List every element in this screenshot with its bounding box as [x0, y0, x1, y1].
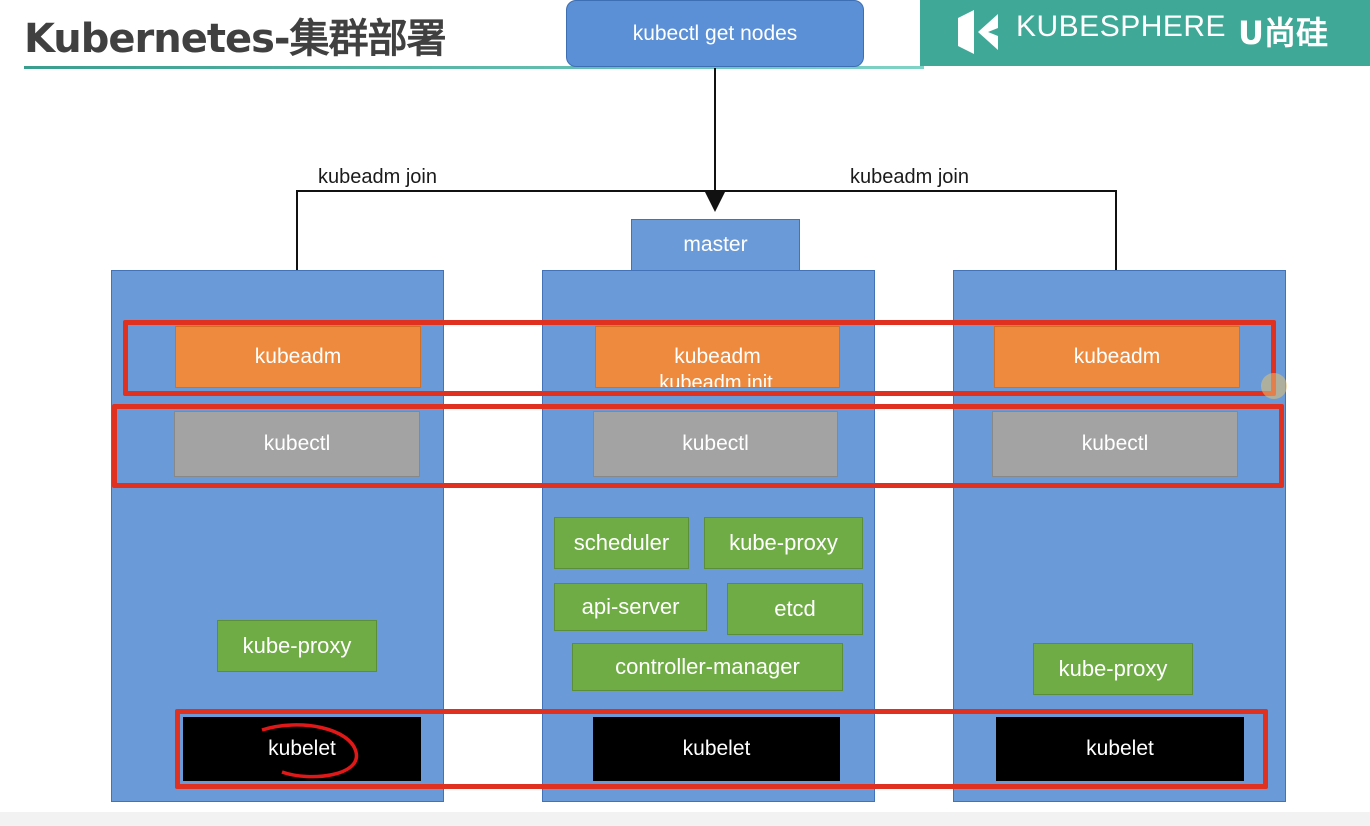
brand-name: KUBESPHERE	[1016, 10, 1227, 43]
scheduler-component: scheduler	[554, 517, 689, 569]
kubectl-left: kubectl	[174, 411, 420, 477]
kubectl-right: kubectl	[992, 411, 1238, 477]
partner-logo: U尚硅	[1238, 14, 1328, 52]
kube-proxy-left: kube-proxy	[217, 620, 377, 672]
controller-manager-component: controller-manager	[572, 643, 843, 691]
kubeadm-left: kubeadm	[175, 326, 421, 388]
kubectl-get-nodes-command: kubectl get nodes	[566, 0, 864, 67]
kubelet-master: kubelet	[593, 717, 840, 781]
join-label-left: kubeadm join	[318, 166, 437, 188]
join-line-left	[296, 190, 1117, 322]
kubeadm-master: kubeadm	[595, 326, 840, 388]
kube-proxy-master: kube-proxy	[704, 517, 863, 569]
kubeadm-right: kubeadm	[994, 326, 1240, 388]
title-underline	[24, 66, 924, 69]
master-label: master	[631, 219, 800, 271]
kubelet-right: kubelet	[996, 717, 1244, 781]
kubelet-left: kubelet	[183, 717, 421, 781]
highlight-kubelet-row	[175, 709, 1268, 789]
slide-title: Kubernetes-集群部署	[24, 16, 447, 62]
kubesphere-logo-icon	[958, 10, 998, 54]
kubectl-master: kubectl	[593, 411, 838, 477]
highlight-kubeadm-row	[123, 320, 1276, 396]
api-server-component: api-server	[554, 583, 707, 631]
join-label-right: kubeadm join	[850, 166, 969, 188]
brand-banner: KUBESPHERE U尚硅	[920, 0, 1370, 66]
etcd-component: etcd	[727, 583, 863, 635]
kube-proxy-right: kube-proxy	[1033, 643, 1193, 695]
kubeadm-init-label: kubeadm init	[659, 372, 773, 387]
highlight-kubectl-row	[112, 404, 1284, 488]
